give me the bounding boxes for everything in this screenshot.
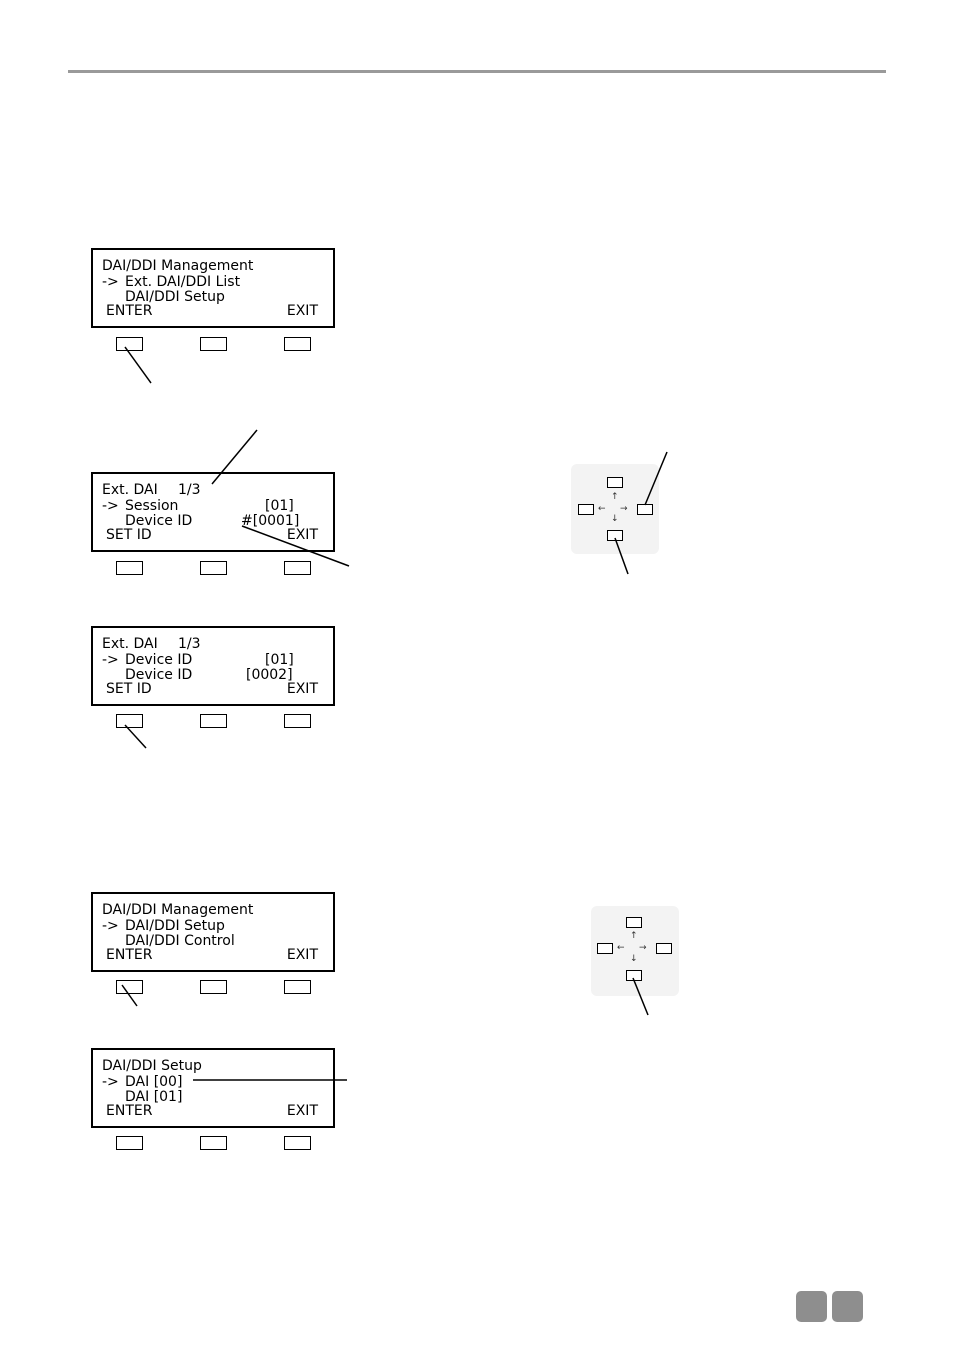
softkey-2-button[interactable] [200,561,227,575]
callout-line [124,346,152,384]
selection-arrow: -> [102,651,119,668]
softkey-2-button[interactable] [200,980,227,994]
softkey-label-left: SET ID [106,681,152,697]
selection-arrow: -> [102,917,119,934]
lcd-screen-management: DAI/DDI Management -> Ext. DAI/DDI List … [91,248,335,328]
nav-up-button[interactable] [607,477,623,488]
row-label-device-id[interactable]: Device ID [125,651,193,668]
page-indicator: 1/3 [178,482,201,498]
arrow-left-icon: ← [598,504,606,514]
arrow-left-icon: ← [617,943,625,953]
softkey-2-button[interactable] [200,337,227,351]
row-label-device-id[interactable]: Device ID [125,513,193,529]
callout-line [124,724,147,749]
softkey-label-right: EXIT [286,947,318,963]
softkey-3-button[interactable] [284,337,311,351]
arrow-right-icon: → [639,943,647,953]
softkey-1-button[interactable] [116,1136,143,1150]
screen-title: Ext. DAI [102,482,158,498]
menu-item-setup[interactable]: DAI/DDI Setup [125,289,225,305]
arrow-right-icon: → [620,504,628,514]
softkey-3-button[interactable] [284,561,311,575]
callout-line [632,977,649,1016]
selection-arrow: -> [102,497,119,514]
softkey-1-button[interactable] [116,714,143,728]
nav-up-button[interactable] [626,917,642,928]
softkey-3-button[interactable] [284,714,311,728]
softkey-2-button[interactable] [200,1136,227,1150]
lcd-screen-ext-dai-device: Ext. DAI 1/3 -> Device ID [01] Device ID… [91,626,335,706]
softkey-label-left: SET ID [106,527,152,543]
softkey-2-button[interactable] [200,714,227,728]
callout-line [211,429,258,485]
menu-item-dai-01[interactable]: DAI [01] [125,1089,183,1105]
callout-line [121,984,138,1007]
screen-title: Ext. DAI [102,636,158,652]
screen-title: DAI/DDI Management [102,258,254,274]
arrow-up-icon: ↑ [630,931,638,941]
lcd-screen-setup: DAI/DDI Setup -> DAI [00] DAI [01] ENTER… [91,1048,335,1128]
header-rule [68,70,886,73]
softkey-label-right: EXIT [286,303,318,319]
callout-line [241,525,350,567]
arrow-up-icon: ↑ [611,492,619,502]
row-label-device-id[interactable]: Device ID [125,667,193,683]
softkey-label-left: ENTER [106,1103,153,1119]
menu-item-setup[interactable]: DAI/DDI Setup [125,917,225,934]
softkey-label-left: ENTER [106,303,153,319]
row-value-session: [01] [265,497,294,514]
softkey-3-button[interactable] [284,980,311,994]
lcd-screen-ext-dai: Ext. DAI 1/3 -> Session [01] Device ID #… [91,472,335,552]
nav-down-button[interactable] [607,530,623,541]
callout-line [614,537,629,575]
screen-title: DAI/DDI Setup [102,1058,202,1074]
menu-item-dai-00[interactable]: DAI [00] [125,1073,183,1090]
softkey-label-right: EXIT [286,681,318,697]
nav-left-button[interactable] [578,504,594,515]
row-value-device-id: [01] [265,651,294,668]
softkey-1-button[interactable] [116,561,143,575]
menu-item-control[interactable]: DAI/DDI Control [125,933,235,949]
softkey-label-right: EXIT [286,1103,318,1119]
screen-title: DAI/DDI Management [102,902,254,918]
arrow-down-icon: ↓ [611,514,619,524]
arrow-down-icon: ↓ [630,954,638,964]
page-tab-left [796,1291,827,1322]
softkey-1-button[interactable] [116,337,143,351]
softkey-label-left: ENTER [106,947,153,963]
softkey-label-right: EXIT [286,527,318,543]
nav-right-button[interactable] [656,943,672,954]
selection-arrow: -> [102,273,119,290]
lcd-screen-management-2: DAI/DDI Management -> DAI/DDI Setup DAI/… [91,892,335,972]
callout-line [644,451,668,506]
row-value-device-id: #[0001] [241,513,300,529]
row-value-device-id: [0002] [246,667,293,683]
softkey-1-button[interactable] [116,980,143,994]
page-tab-right [832,1291,863,1322]
row-label-session[interactable]: Session [125,497,179,514]
menu-item-ext-list[interactable]: Ext. DAI/DDI List [125,273,241,290]
page-indicator: 1/3 [178,636,201,652]
nav-left-button[interactable] [597,943,613,954]
selection-arrow: -> [102,1073,119,1090]
softkey-3-button[interactable] [284,1136,311,1150]
